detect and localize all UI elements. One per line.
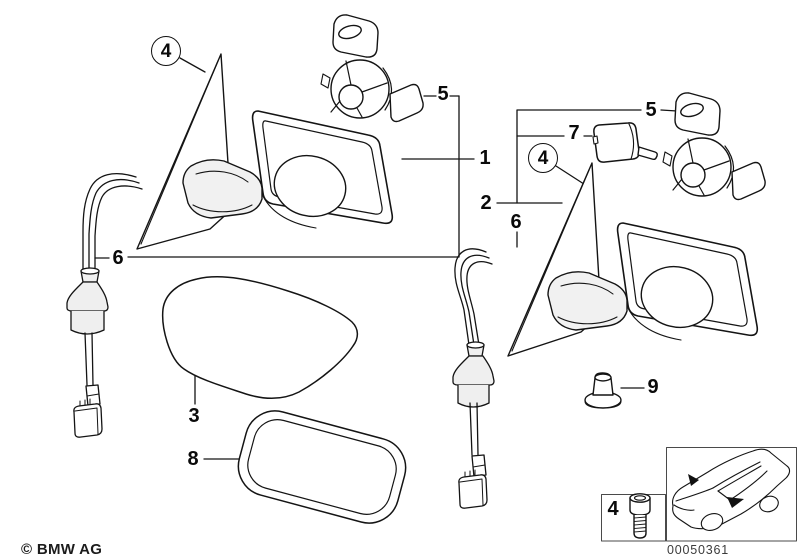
rubber-boot-right <box>452 341 495 408</box>
car-rear-wheel <box>759 495 779 513</box>
callout-mirror-right[interactable]: 2 <box>480 192 492 214</box>
glass-opening-left <box>273 154 347 218</box>
bracket-right <box>516 109 642 204</box>
speaker-bracket-left <box>320 14 424 123</box>
leader-lines <box>94 57 678 460</box>
bracket-left <box>127 95 460 258</box>
screw-socket <box>633 495 647 501</box>
wiring-harness-right <box>452 248 495 509</box>
callout-harness-right[interactable]: 6 <box>510 211 522 233</box>
inset-car-box <box>666 447 797 542</box>
mirror-foot-left <box>182 159 263 219</box>
car-front-wheel <box>700 513 724 531</box>
callout-gasket-left[interactable]: 4 <box>151 36 181 66</box>
callout-gasket-right[interactable]: 4 <box>528 143 558 173</box>
callout-speaker-right[interactable]: 5 <box>645 99 657 121</box>
image-number: 00050361 <box>667 543 730 557</box>
leader-speaker-right <box>660 109 678 112</box>
callout-inset-screw[interactable]: 4 <box>607 498 619 520</box>
connector-right <box>458 469 488 509</box>
copyright-text: © BMW AG <box>21 541 103 558</box>
callout-mirror-glass[interactable]: 3 <box>188 405 200 427</box>
glass-opening-right <box>640 265 714 329</box>
mirror-housing-right <box>616 222 759 341</box>
wiring-harness-left <box>66 173 143 438</box>
callout-harness-left[interactable]: 6 <box>112 247 124 269</box>
leader-gasket-right <box>555 165 588 187</box>
callout-motor[interactable]: 7 <box>568 122 580 144</box>
callout-grommet[interactable]: 9 <box>647 376 659 398</box>
triangle-gasket-left <box>136 53 232 250</box>
car-silhouette <box>672 448 791 531</box>
motor-shaft <box>637 146 658 161</box>
mirror-housing-left <box>251 110 394 229</box>
connector-left <box>73 398 103 438</box>
callout-framed-glass[interactable]: 8 <box>187 448 199 470</box>
right-mirror-assembly <box>452 92 766 509</box>
leader-gasket-left <box>179 57 206 73</box>
framed-mirror-glass <box>237 410 407 524</box>
mirror-glass <box>161 276 359 399</box>
mirror-drive-motor <box>592 122 658 163</box>
grommet <box>584 372 622 409</box>
rubber-boot-left <box>66 267 109 335</box>
callout-speaker-left[interactable]: 5 <box>437 83 449 105</box>
mirror-location-marker-door <box>727 497 744 508</box>
left-mirror-assembly <box>66 14 424 438</box>
screw <box>629 493 651 539</box>
mirror-location-marker-front <box>688 474 699 486</box>
mirror-foot-right <box>547 271 628 331</box>
speaker-bracket-right <box>662 92 766 201</box>
callout-mirror-left[interactable]: 1 <box>479 147 491 169</box>
